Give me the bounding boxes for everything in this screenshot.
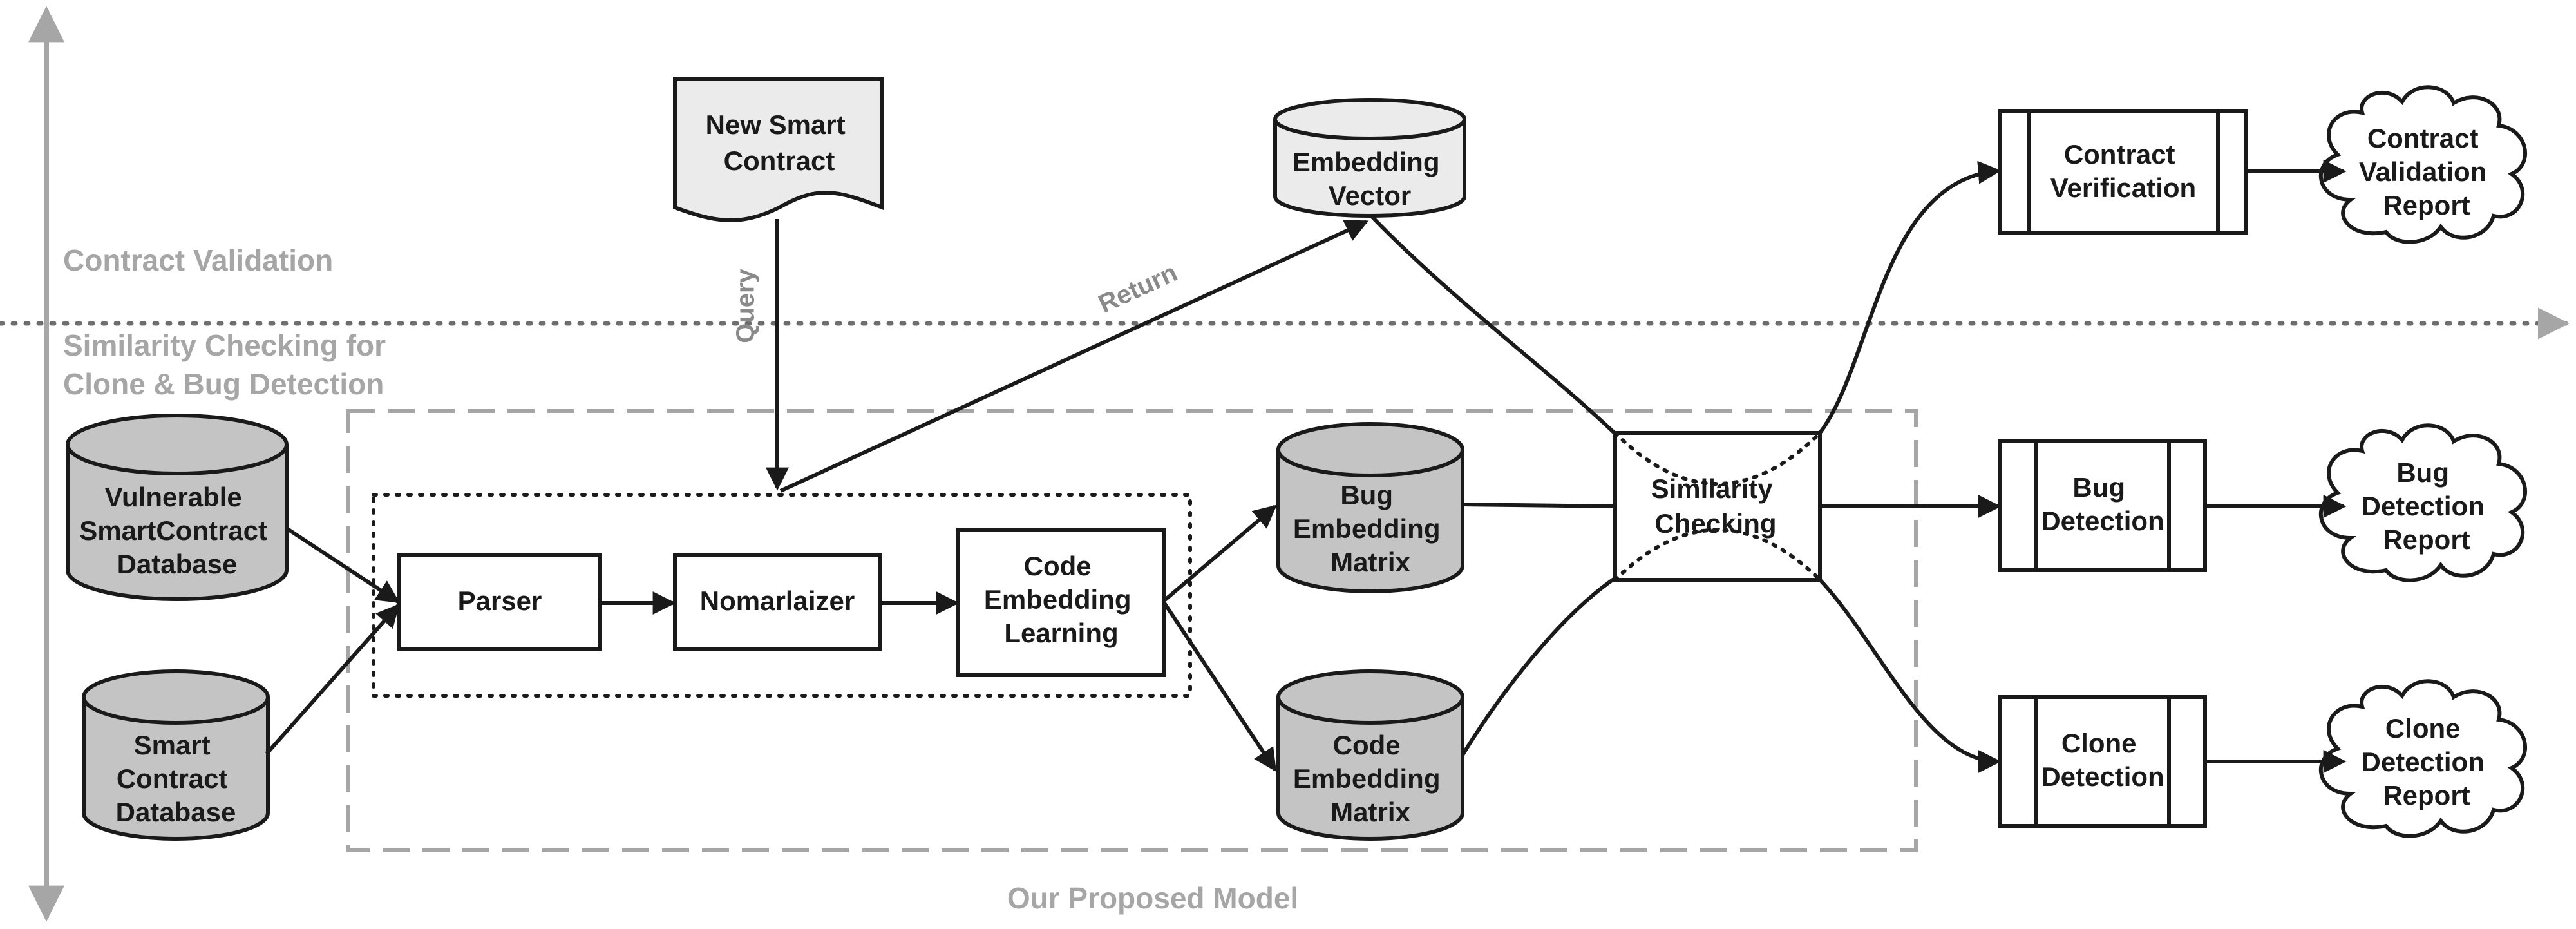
bug-matrix-to-similarity bbox=[1462, 503, 1616, 508]
contract-verification-node: Contract Verification bbox=[1998, 109, 2248, 235]
similarity-checking-node: Similarity Checking bbox=[1613, 431, 1822, 582]
svg-text:Bug Detection: Bug Detection bbox=[2041, 472, 2164, 536]
svg-text:Embedding Vector: Embedding Vector bbox=[1293, 147, 1447, 211]
clone-detection-report-node: Clone Detection Report bbox=[2319, 679, 2528, 838]
return-label: Return bbox=[1094, 258, 1182, 318]
query-label: Query bbox=[732, 268, 760, 343]
similarity-region-label: Similarity Checking for Clone & Bug Dete… bbox=[63, 329, 394, 401]
svg-text:Smart Contract Dat: Smart Contract Database bbox=[116, 730, 236, 827]
similarity-to-clone-detection bbox=[1818, 578, 2002, 773]
code-embedding-matrix-node: Code Embedding Matrix bbox=[1276, 669, 1464, 841]
svg-text:Nomarlaizer: Nomarlaizer bbox=[700, 586, 855, 616]
code-embedding-learning-node: Code Embedding Learning bbox=[956, 528, 1166, 677]
vuln-db-to-parser bbox=[285, 526, 401, 604]
proposed-model-region bbox=[346, 409, 1918, 852]
return-arrow bbox=[779, 220, 1369, 493]
svg-text:Similarity Checking: Similarity Checking bbox=[1651, 474, 1781, 539]
learning-to-bug-matrix bbox=[1163, 504, 1277, 602]
clone-detection-node: Clone Detection bbox=[1998, 695, 2207, 828]
new-smart-contract-node: New Smart Contract bbox=[673, 77, 884, 222]
svg-text:Code Embedding Mat: Code Embedding Matrix bbox=[1293, 730, 1448, 827]
similarity-to-verification bbox=[1818, 160, 2002, 434]
normalizer-node: Nomarlaizer bbox=[673, 553, 882, 651]
svg-text:Bug Detection Repo: Bug Detection Report bbox=[2361, 457, 2492, 555]
svg-text:Clone Detection: Clone Detection bbox=[2041, 728, 2164, 792]
pipeline-group bbox=[372, 493, 1192, 698]
embedding-vector-node: Embedding Vector bbox=[1273, 98, 1466, 218]
contract-validation-report-node: Contract Validation Report bbox=[2319, 85, 2528, 244]
svg-text:New Smart Contract: New Smart Contract bbox=[706, 110, 853, 176]
parser-node: Parser bbox=[397, 553, 602, 651]
svg-text:Bug Embedding Matr: Bug Embedding Matrix bbox=[1293, 480, 1448, 577]
connectors bbox=[265, 160, 2347, 773]
svg-text:Contract Validation: Contract Validation Report bbox=[2359, 123, 2494, 220]
proposed-model-label: Our Proposed Model bbox=[1007, 881, 1298, 915]
svg-text:Contract Verification: Contract Verification bbox=[2050, 139, 2196, 203]
learning-to-code-matrix bbox=[1162, 602, 1277, 772]
bug-detection-report-node: Bug Detection Report bbox=[2319, 423, 2528, 582]
bug-embedding-matrix-node: Bug Embedding Matrix bbox=[1276, 422, 1464, 593]
svg-text:Parser: Parser bbox=[458, 586, 542, 616]
svg-text:Clone Detection Re: Clone Detection Report bbox=[2361, 713, 2492, 810]
vulnerable-database-node: Vulnerable SmartContract Database bbox=[66, 414, 289, 601]
code-matrix-to-similarity bbox=[1461, 575, 1618, 756]
smart-contract-database-node: Smart Contract Database bbox=[82, 669, 270, 841]
vector-to-similarity bbox=[1370, 215, 1618, 437]
contract-validation-label: Contract Validation bbox=[63, 244, 333, 277]
svg-text:Code Embedding Lea: Code Embedding Learning bbox=[984, 551, 1139, 648]
smart-db-to-parser bbox=[265, 604, 400, 755]
svg-text:Vulnerable SmartContract: Vulnerable SmartContract Database bbox=[79, 482, 274, 579]
bug-detection-node: Bug Detection bbox=[1998, 439, 2207, 572]
